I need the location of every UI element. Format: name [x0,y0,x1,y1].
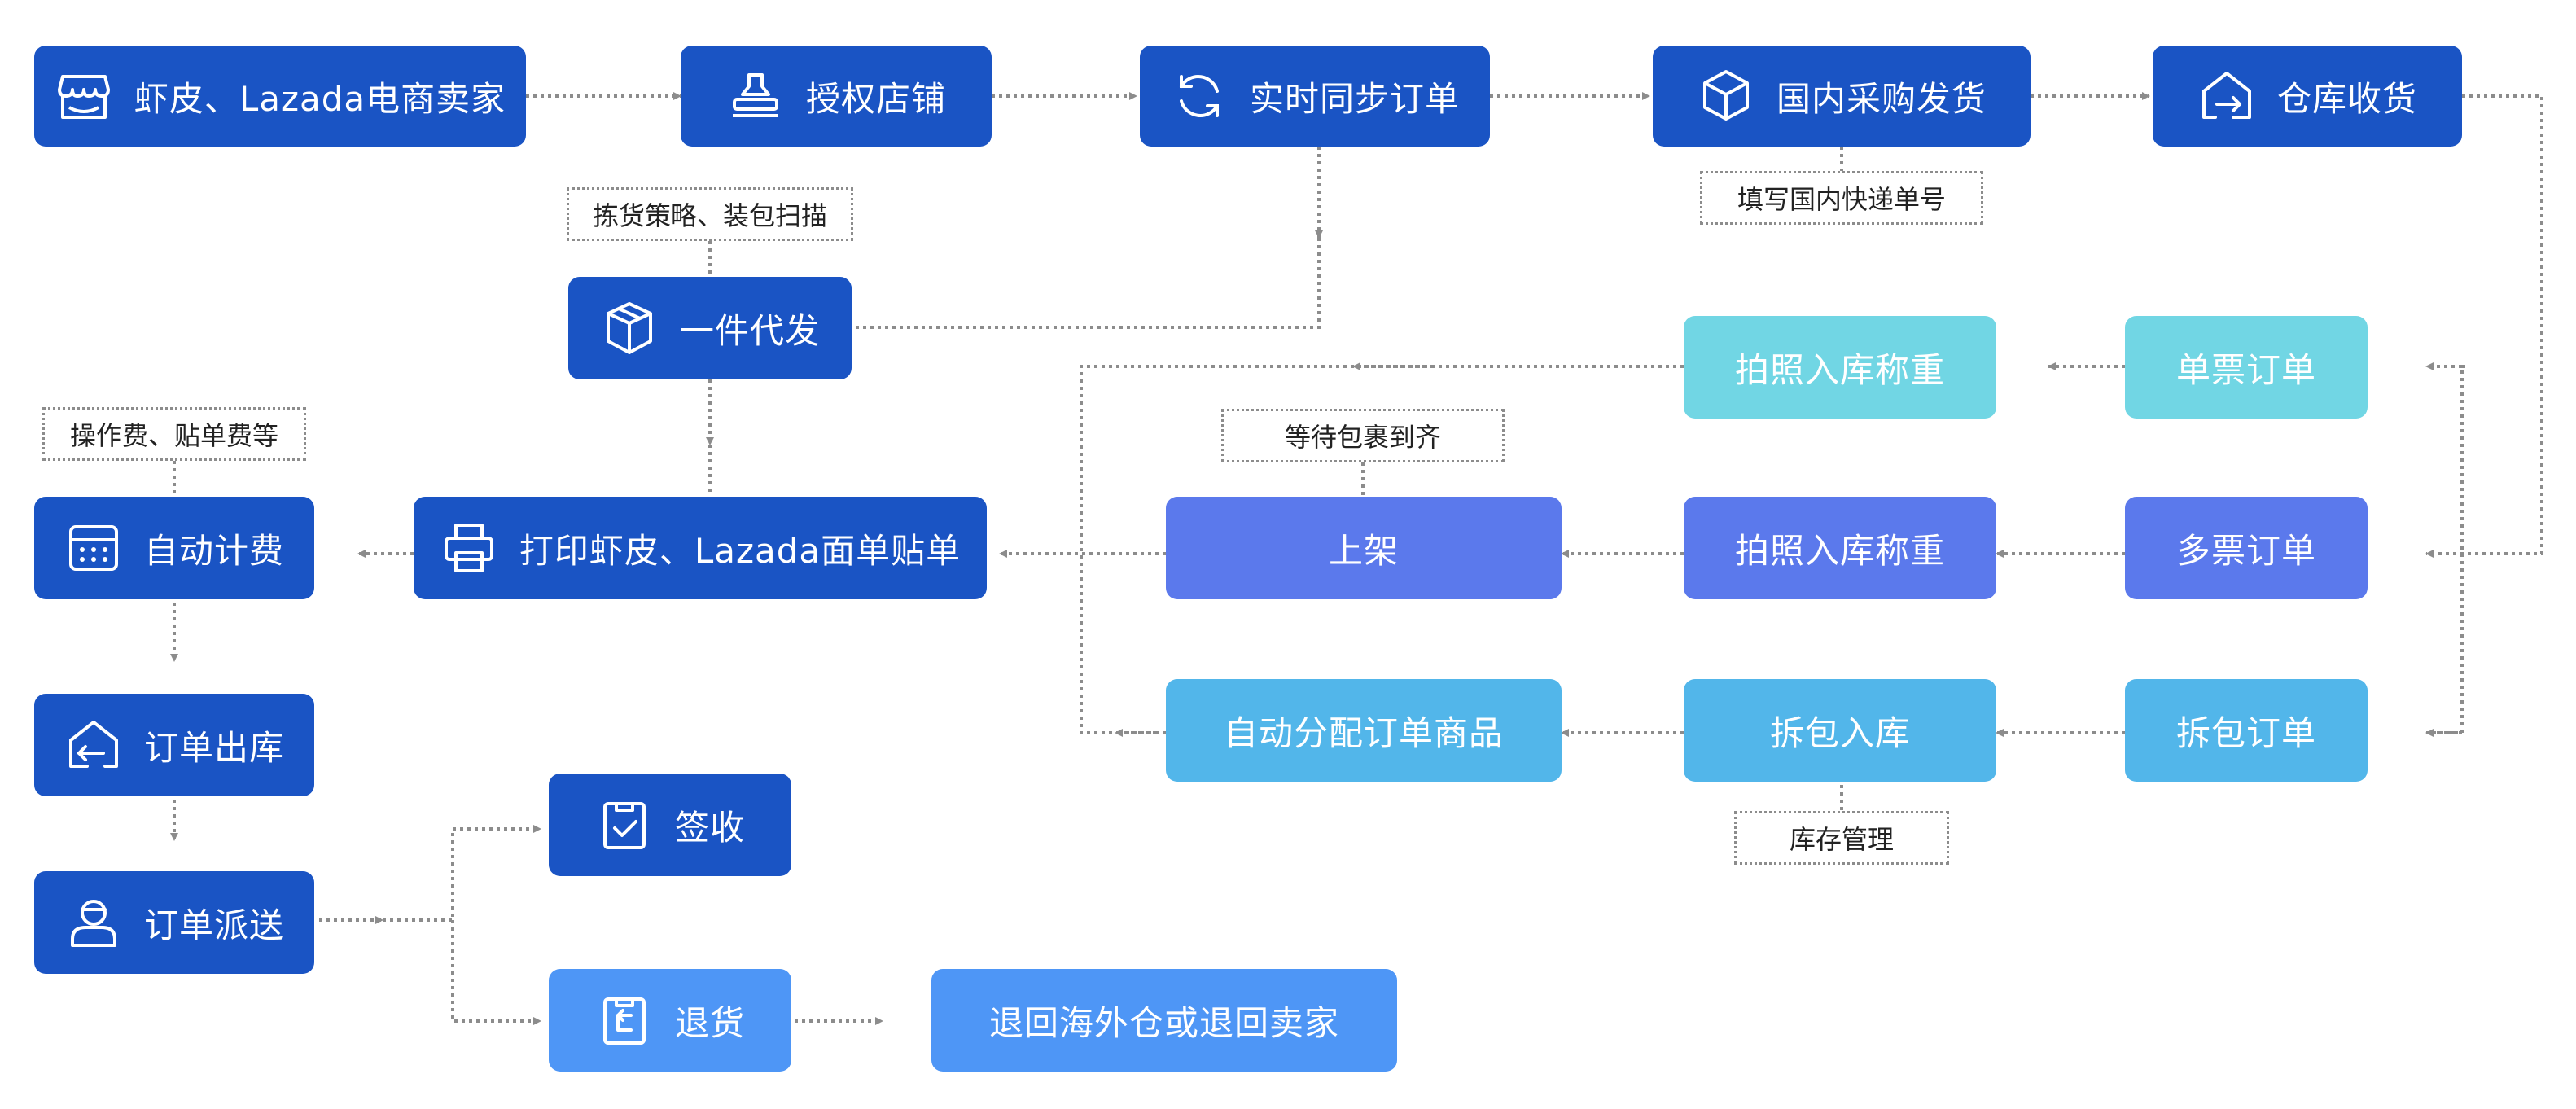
stamp-icon [726,67,785,125]
node-seller: 虾皮、Lazada电商卖家 [34,46,526,147]
node-multi-photo: 拍照入库称重 [1684,497,1996,599]
node-return-dest: 退回海外仓或退回卖家 [931,969,1397,1072]
node-shelve: 上架 [1166,497,1562,599]
node-billing-label: 自动计费 [143,530,284,571]
note-picking: 拣货策略、装包扫描 [567,187,853,241]
node-single-photo: 拍照入库称重 [1684,316,1996,419]
node-receive: 仓库收货 [2153,46,2462,147]
edge-branch-single [2426,365,2465,734]
node-multi-order: 多票订单 [2125,497,2368,599]
node-signed-label: 签收 [674,807,745,848]
sync-icon [1170,67,1229,125]
node-delivery: 订单派送 [34,871,314,974]
node-dropship-label: 一件代发 [679,310,820,351]
node-seller-label: 虾皮、Lazada电商卖家 [134,78,506,119]
node-print: 打印虾皮、Lazada面单贴单 [414,497,987,599]
node-authorize-label: 授权店铺 [805,78,946,119]
node-sync-label: 实时同步订单 [1249,78,1460,119]
note-fees: 操作费、贴单费等 [42,407,306,461]
node-purchase-label: 国内采购发货 [1776,78,1987,119]
node-receive-label: 仓库收货 [2276,78,2417,119]
warehouse-in-icon [2197,67,2256,125]
node-sync: 实时同步订单 [1140,46,1490,147]
clipboard-check-icon [595,796,654,854]
node-split-in: 拆包入库 [1684,679,1996,782]
node-print-label: 打印虾皮、Lazada面单贴单 [519,530,962,571]
node-purchase: 国内采购发货 [1653,46,2031,147]
edge-receive-branch [2425,94,2543,558]
printer-icon [440,519,498,577]
box-icon [600,299,659,357]
node-outbound-label: 订单出库 [143,727,284,768]
edge-fork-return [451,920,541,1025]
node-split-order: 拆包订单 [2125,679,2368,782]
note-wait-parcels: 等待包裹到齐 [1221,409,1505,462]
note-domestic-tracking: 填写国内快递单号 [1700,171,1983,225]
node-auto-assign: 自动分配订单商品 [1166,679,1562,782]
node-single-order: 单票订单 [2125,316,2368,419]
node-signed: 签收 [549,774,791,876]
warehouse-out-icon [64,716,123,774]
node-return: 退货 [549,969,791,1072]
node-billing: 自动计费 [34,497,314,599]
node-return-label: 退货 [674,1002,745,1043]
node-dropship: 一件代发 [568,277,852,379]
storefront-icon [55,67,113,125]
note-inventory: 库存管理 [1734,811,1949,865]
courier-icon [64,893,123,952]
edge-fork [383,825,541,922]
node-delivery-label: 订单派送 [143,905,284,945]
calculator-icon [64,519,123,577]
node-outbound: 订单出库 [34,694,314,796]
edge-sync-dropship [852,238,1321,329]
cube-icon [1697,67,1755,125]
return-icon [595,991,654,1050]
node-authorize: 授权店铺 [681,46,992,147]
